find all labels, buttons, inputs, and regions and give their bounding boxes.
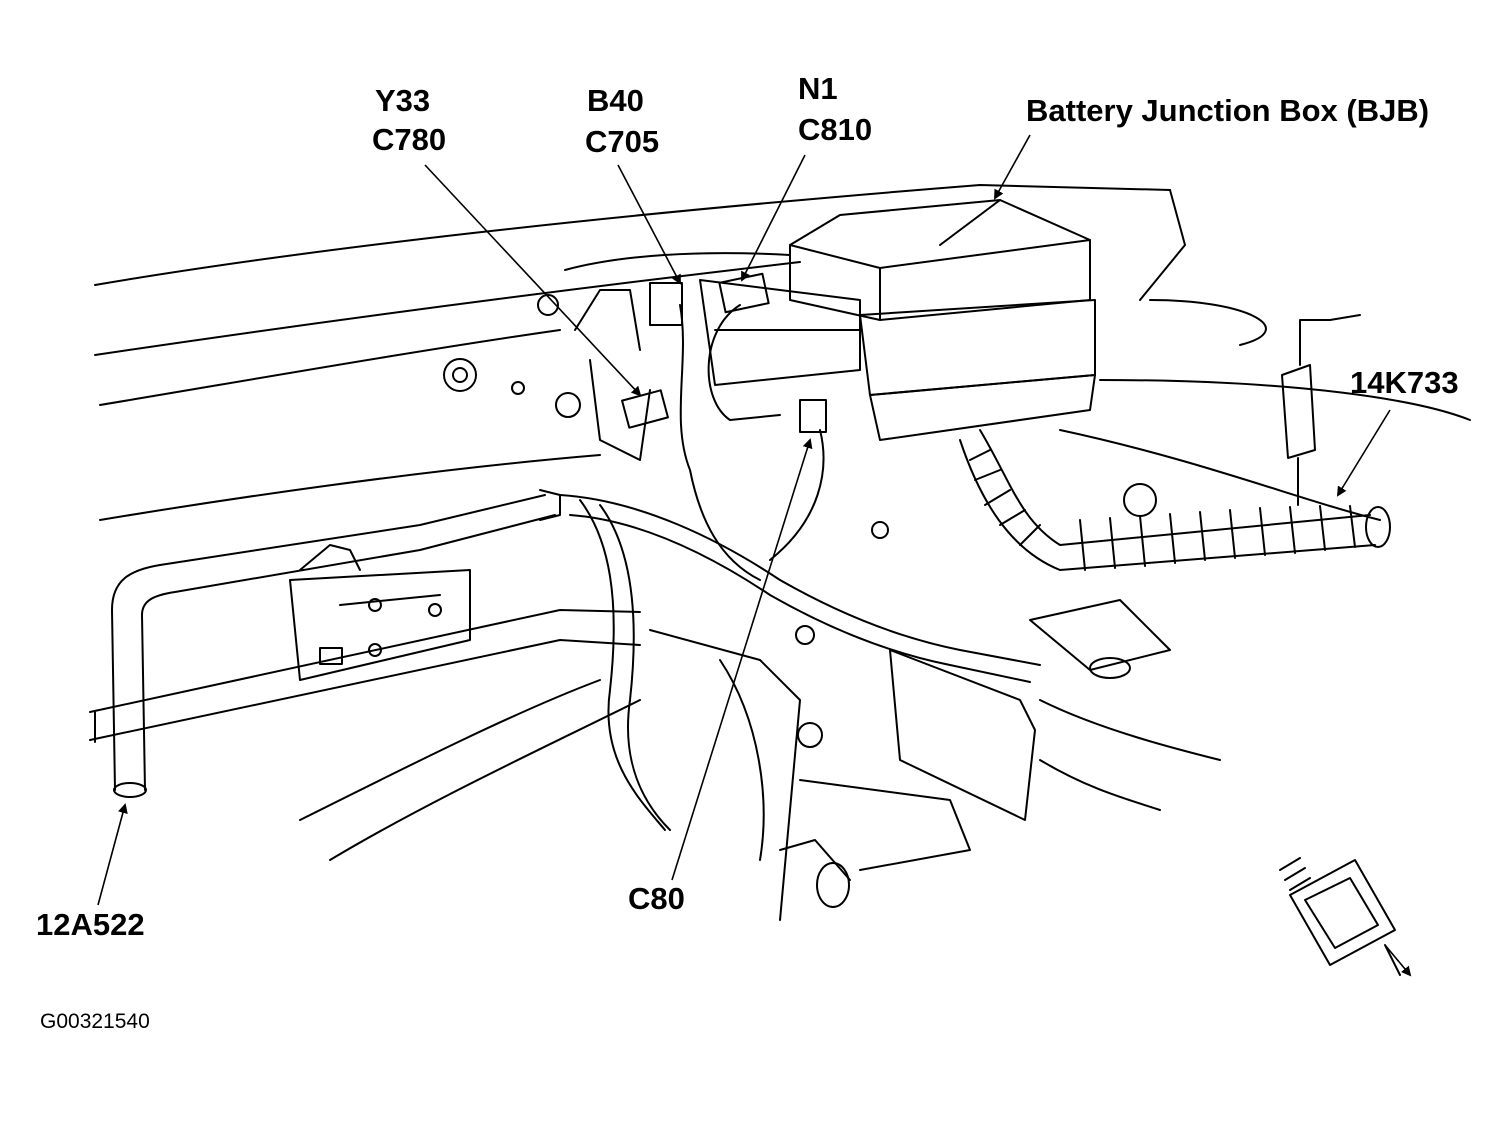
connector-c80 — [799, 399, 827, 433]
leader-bjb — [994, 134, 1031, 200]
label-y33: Y33 — [375, 83, 431, 118]
fender-line — [99, 329, 561, 406]
cowl-panel — [94, 184, 1171, 286]
label-c80: C80 — [628, 881, 685, 916]
label-n1: N1 — [798, 71, 838, 106]
label-battery-junction-box: Battery Junction Box (BJB) — [1026, 93, 1430, 128]
leader-b40-c705 — [617, 164, 681, 285]
connector-b40-c705 — [649, 282, 683, 326]
fastener — [443, 358, 477, 392]
reservoir — [699, 279, 861, 386]
label-12a522: 12A522 — [36, 907, 145, 942]
module — [289, 544, 471, 681]
bracket-right — [889, 649, 1036, 821]
leader-n1-c810 — [741, 154, 806, 282]
harness-12a522 — [111, 489, 561, 798]
label-b40: B40 — [587, 83, 644, 118]
leader-14k733 — [1336, 409, 1391, 497]
fender-edge — [99, 454, 601, 521]
label-c810: C810 — [798, 112, 873, 147]
leader-y33-c780 — [424, 164, 642, 397]
label-c780: C780 — [372, 122, 447, 157]
connector-n1-c810 — [718, 272, 770, 314]
battery-junction-box — [789, 199, 1096, 441]
label-14k733: 14K733 — [1350, 365, 1459, 400]
connector-icon — [1279, 857, 1401, 976]
connector-14k733 — [1281, 364, 1316, 459]
cowl-panel-lower — [94, 261, 801, 356]
body-curve-2 — [1059, 429, 1381, 521]
label-c705: C705 — [585, 124, 660, 159]
leader-arrow-icon — [1384, 944, 1412, 977]
connector-y33-c780 — [621, 389, 669, 429]
leader-c80 — [671, 438, 813, 881]
figure-id: G00321540 — [40, 1010, 150, 1033]
rail — [89, 609, 641, 713]
body-curve — [1099, 379, 1471, 421]
main-harness — [559, 494, 1041, 666]
leader-12a522 — [97, 803, 128, 906]
harness-14k733 — [959, 429, 1391, 571]
